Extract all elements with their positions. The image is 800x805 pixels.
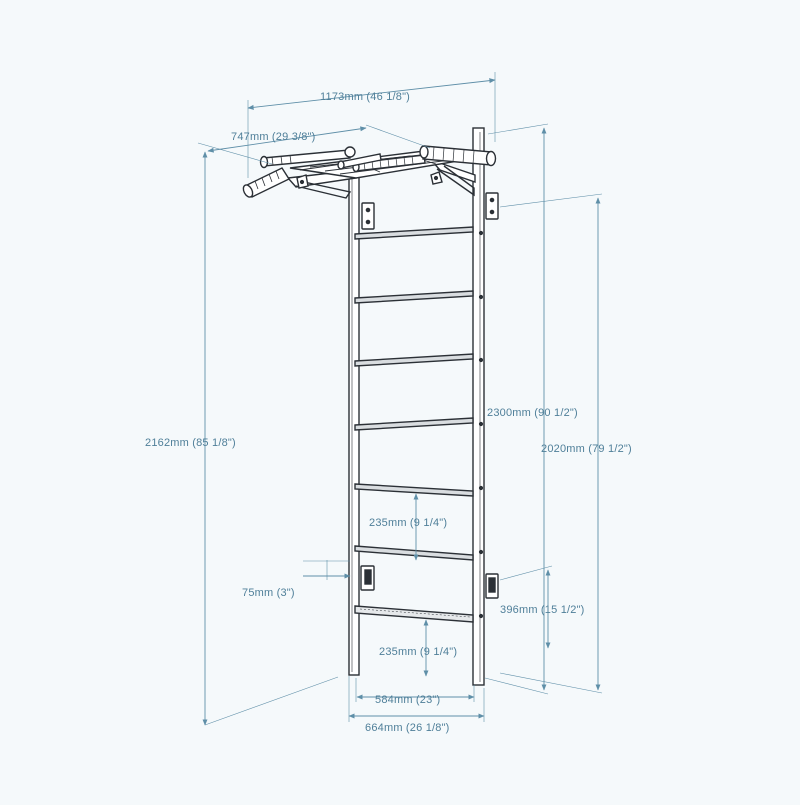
lower-right-wall-bracket [485, 573, 499, 599]
right-arm [428, 158, 476, 183]
rungs [354, 226, 474, 623]
upper-right-wall-bracket [485, 192, 499, 220]
label-wall-height-top: 2300mm (90 1/2") [487, 407, 578, 419]
label-total-height: 2162mm (85 1/8") [145, 437, 236, 449]
rung-7 [354, 605, 474, 623]
label-rung-spacing-lower: 235mm (9 1/4") [379, 646, 457, 658]
right-upright [472, 127, 485, 686]
upper-left-wall-bracket [361, 202, 375, 230]
right-arm-strut [436, 165, 475, 197]
left-upright [348, 169, 360, 676]
rung-6 [354, 545, 474, 561]
left-handle [242, 167, 291, 198]
rung-4 [354, 417, 474, 431]
label-bottom-bracket-height: 396mm (15 1/2") [500, 604, 585, 616]
pull-up-bar [242, 145, 497, 199]
dimension-lines [197, 72, 603, 726]
label-inner-width: 584mm (23") [375, 694, 440, 706]
right-handle [419, 145, 497, 167]
rung-1 [354, 226, 474, 240]
rung-2 [354, 290, 474, 304]
label-wall-height-bracket: 2020mm (79 1/2") [541, 443, 632, 455]
wall-bars-ladder [348, 127, 499, 686]
rung-3 [354, 353, 474, 367]
dimension-labels: 1173mm (46 1/8") 747mm (29 3/8") 2162mm … [145, 91, 632, 734]
left-arm-strut [295, 181, 352, 199]
label-total-width: 1173mm (46 1/8") [320, 91, 410, 103]
label-bar-depth: 747mm (29 3/8") [231, 131, 316, 143]
label-outer-width: 664mm (26 1/8") [365, 722, 450, 734]
label-bracket-offset: 75mm (3") [242, 587, 295, 599]
label-rung-spacing-upper: 235mm (9 1/4") [369, 517, 447, 529]
rung-5 [354, 483, 474, 497]
lower-left-wall-bracket [360, 565, 375, 591]
